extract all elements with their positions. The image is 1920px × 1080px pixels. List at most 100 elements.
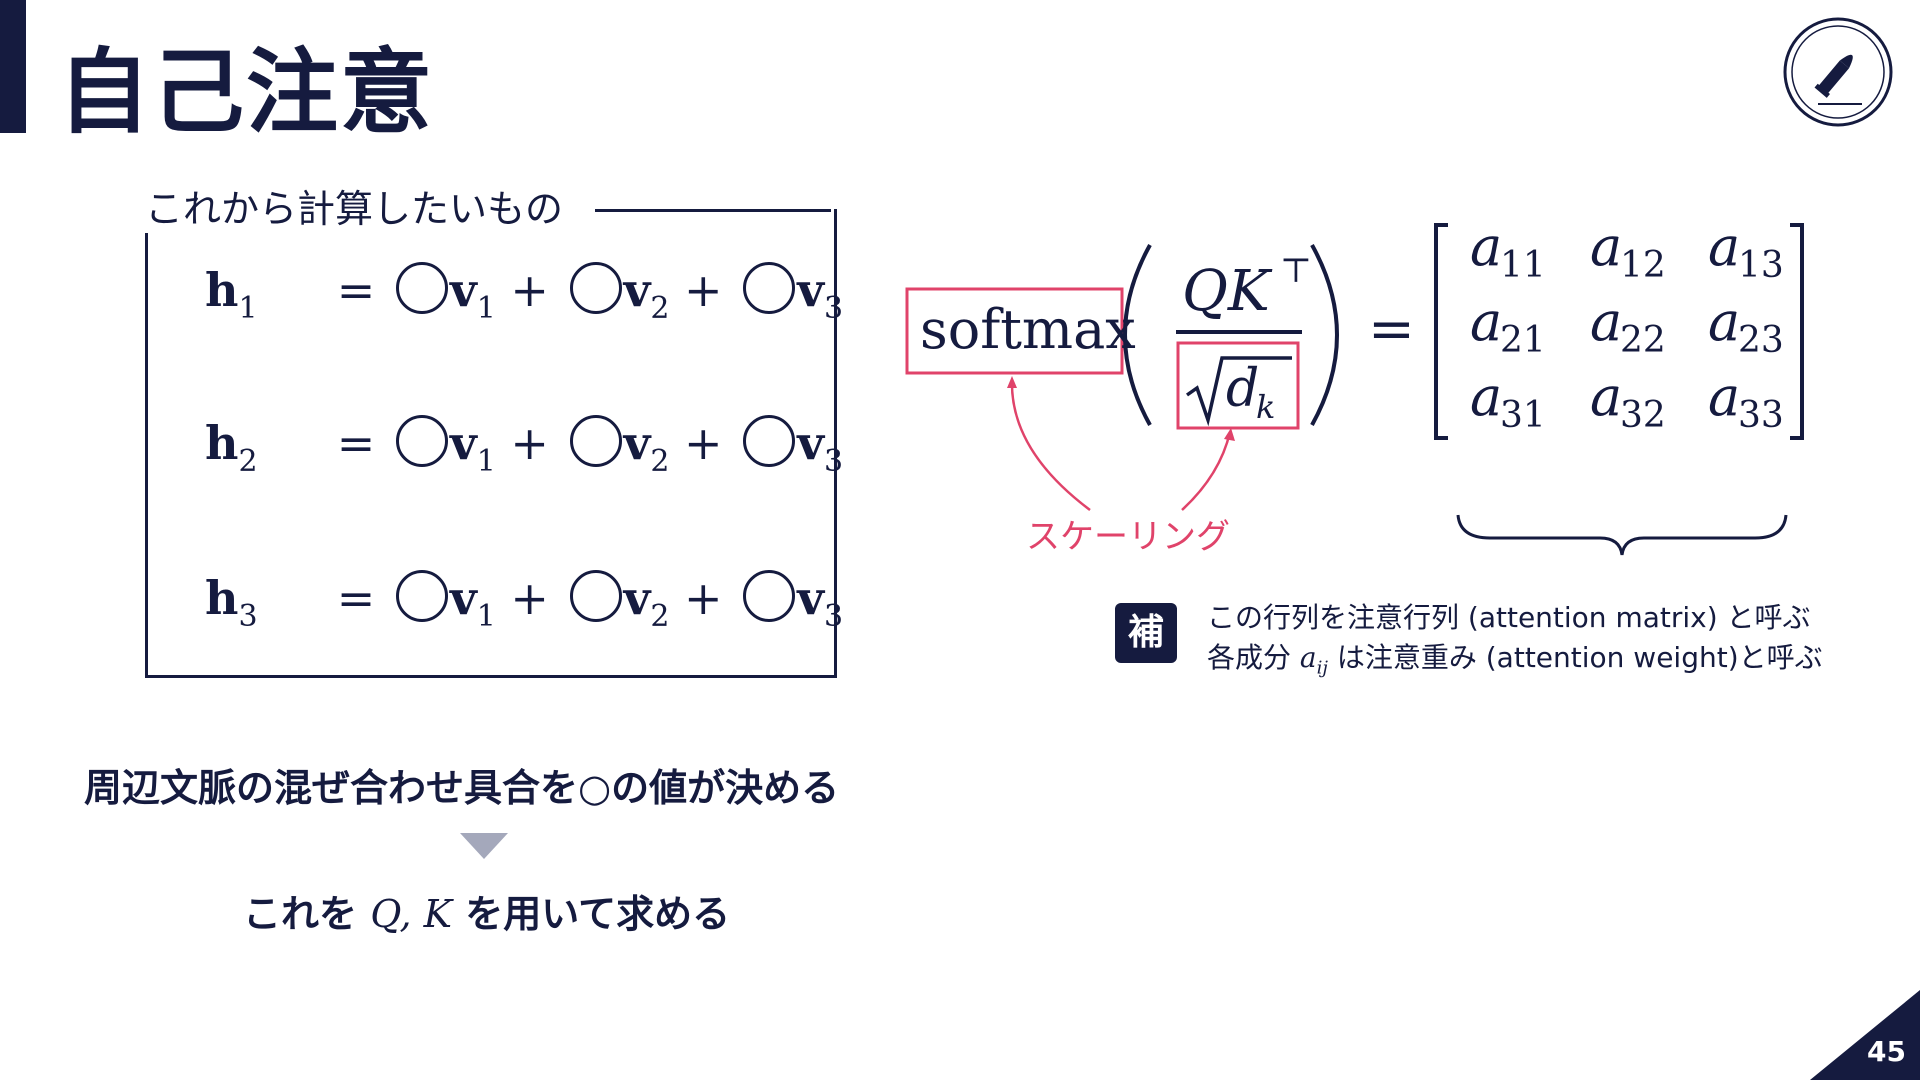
v-var: v [623, 416, 651, 470]
matrix-cell-a: a [1470, 290, 1502, 353]
weight-circle [395, 262, 448, 314]
note-line2-pre: 各成分 [1207, 641, 1300, 674]
v-subscript: 3 [823, 599, 844, 634]
plus-sign: + [684, 571, 723, 625]
v-var: v [449, 571, 477, 625]
note-var-a: a [1299, 641, 1317, 674]
matrix-cell-subscript: 13 [1738, 245, 1784, 286]
weight-circle [569, 570, 622, 622]
v-var: v [623, 571, 651, 625]
page-corner-triangle [1810, 990, 1920, 1080]
left-paren [1123, 244, 1152, 426]
right-paren [1310, 244, 1339, 426]
h-var: h [205, 263, 239, 317]
equation-row-3: h3 = v1 + v2 + v3 [205, 570, 843, 640]
equations-box [145, 209, 837, 678]
v-var: v [623, 263, 651, 317]
matrix-cell-subscript: 12 [1620, 245, 1666, 286]
v-var: v [797, 416, 824, 470]
down-triangle-icon [460, 833, 508, 859]
sub-caption-pre: これを [243, 892, 371, 936]
matrix-cell-a: a [1590, 215, 1622, 278]
h-subscript: 1 [238, 291, 258, 326]
matrix-cell-subscript: 11 [1500, 245, 1546, 286]
sub-caption-math: Q, K [370, 892, 453, 936]
weight-circle [743, 262, 796, 314]
matrix-cell-subscript: 32 [1620, 395, 1666, 436]
softmax-text: softmax [920, 298, 1136, 361]
v-var: v [449, 416, 477, 470]
v-subscript: 1 [476, 599, 496, 634]
v-var: v [797, 571, 824, 625]
note-line-2: 各成分 aij は注意重み (attention weight)と呼ぶ [1207, 636, 1823, 679]
v-subscript: 1 [476, 291, 496, 326]
weight-circle [743, 415, 796, 467]
denominator-d: d [1226, 359, 1259, 419]
weight-circle [569, 415, 622, 467]
h-var: h [205, 416, 239, 470]
plus-sign: + [510, 571, 549, 625]
transpose-symbol: ⊤ [1280, 251, 1312, 291]
arrowhead-softmax [1007, 376, 1017, 388]
matrix-cell-subscript: 21 [1500, 320, 1546, 361]
plus-sign: + [510, 263, 549, 317]
matrix-cell-a: a [1470, 215, 1502, 278]
matrix-cell-subscript: 23 [1738, 320, 1784, 361]
v-var: v [449, 263, 477, 317]
weight-circle [743, 570, 796, 622]
matrix-left-bracket [1434, 223, 1448, 440]
curly-brace-icon [1456, 514, 1788, 556]
matrix-cell-subscript: 33 [1738, 395, 1784, 436]
matrix-cell-a: a [1590, 365, 1622, 428]
equation-row-2: h2 = v1 + v2 + v3 [205, 415, 843, 485]
bullet-logo-icon [1782, 16, 1894, 128]
equation-row-1: h1 = v1 + v2 + v3 [205, 262, 843, 332]
denominator-k: k [1256, 388, 1275, 426]
equals-sign: = [336, 263, 376, 317]
matrix-cell-subscript: 22 [1620, 320, 1666, 361]
v-subscript: 2 [650, 599, 670, 634]
v-subscript: 2 [650, 444, 670, 479]
matrix-cell-a: a [1590, 290, 1622, 353]
matrix-right-bracket [1790, 223, 1804, 440]
weight-circle [569, 262, 622, 314]
matrix-cell-a: a [1708, 290, 1740, 353]
arrow-to-sqrt [1181, 431, 1232, 511]
matrix-cell-a: a [1470, 365, 1502, 428]
h-var: h [205, 571, 239, 625]
v-subscript: 3 [823, 291, 844, 326]
note-line-1: この行列を注意行列 (attention matrix) と呼ぶ [1207, 601, 1811, 634]
arrowhead-sqrt [1224, 428, 1235, 441]
note-line2-post: は注意重み (attention weight)と呼ぶ [1327, 641, 1823, 674]
title-accent-bar [0, 0, 26, 133]
box-caption: これから計算したいもの [143, 178, 574, 233]
plus-sign: + [684, 263, 723, 317]
note-var-subscript: ij [1316, 657, 1328, 679]
sub-caption-post: を用いて求める [452, 892, 731, 936]
weight-circle [395, 415, 448, 467]
plus-sign: + [510, 416, 549, 470]
sqrt-highlight-box [1176, 341, 1300, 430]
matrix-cell-a: a [1708, 365, 1740, 428]
matrix-cell-subscript: 31 [1500, 395, 1546, 436]
v-subscript: 2 [650, 291, 670, 326]
numerator-qk: QK [1182, 259, 1273, 324]
v-var: v [797, 263, 824, 317]
sub-caption: これを Q, K を用いて求める [243, 883, 730, 938]
equals-sign: = [336, 416, 376, 470]
sqrt-symbol [1185, 356, 1292, 427]
v-subscript: 3 [823, 444, 844, 479]
supplement-badge: 補 [1115, 603, 1177, 663]
scaling-label: スケーリング [1026, 517, 1230, 557]
matrix-cell-a: a [1708, 215, 1740, 278]
main-caption: 周辺文脈の混ぜ合わせ具合を○の値が決める [84, 766, 840, 810]
arrow-to-softmax [1010, 379, 1091, 511]
page-number: 45 [1867, 1035, 1906, 1068]
h-subscript: 2 [238, 444, 258, 479]
box-top-border [595, 209, 831, 212]
slide-title: 自己注意 [58, 39, 435, 146]
h-subscript: 3 [238, 599, 258, 634]
plus-sign: + [684, 416, 723, 470]
